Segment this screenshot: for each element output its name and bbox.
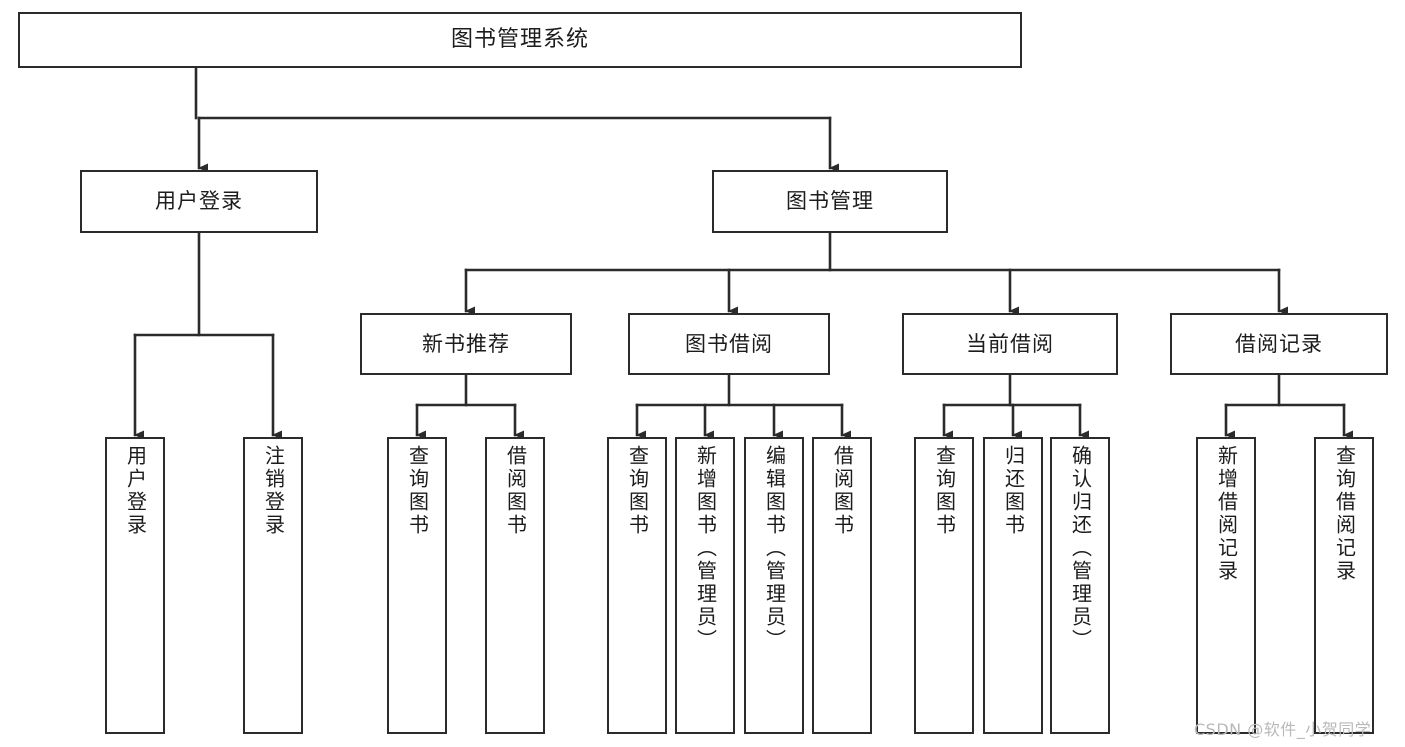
leaf-新增图书管理员-5[interactable]: 新增图书（管理员） <box>675 437 735 734</box>
leaf-查询借阅记录-12[interactable]: 查询借阅记录 <box>1314 437 1374 734</box>
leaf-新增借阅记录-11[interactable]: 新增借阅记录 <box>1196 437 1256 734</box>
node-label: 图书管理系统 <box>450 27 589 53</box>
node-label: 注销登录 <box>261 445 286 537</box>
node-label: 用户登录 <box>123 445 148 537</box>
leaf-借阅图书-3[interactable]: 借阅图书 <box>485 437 545 734</box>
leaf-查询图书-4[interactable]: 查询图书 <box>607 437 667 734</box>
node-label: 查询借阅记录 <box>1332 445 1357 583</box>
leaf-注销登录-1[interactable]: 注销登录 <box>243 437 303 734</box>
node-图书管理-l1-1[interactable]: 图书管理 <box>712 170 948 233</box>
node-label: 当前借阅 <box>966 331 1054 356</box>
node-label: 编辑图书（管理员） <box>762 445 787 652</box>
node-label: 借阅记录 <box>1235 331 1323 356</box>
node-label: 新增借阅记录 <box>1214 445 1239 583</box>
node-用户登录-l1-0[interactable]: 用户登录 <box>80 170 318 233</box>
leaf-确认归还管理员-10[interactable]: 确认归还（管理员） <box>1050 437 1110 734</box>
node-label: 用户登录 <box>155 189 243 214</box>
node-label: 借阅图书 <box>830 445 855 537</box>
node-图书借阅-l2-1[interactable]: 图书借阅 <box>628 313 830 375</box>
leaf-借阅图书-7[interactable]: 借阅图书 <box>812 437 872 734</box>
node-label: 图书管理 <box>786 189 874 214</box>
node-label: 新增图书（管理员） <box>693 445 718 652</box>
leaf-查询图书-8[interactable]: 查询图书 <box>914 437 974 734</box>
leaf-查询图书-2[interactable]: 查询图书 <box>387 437 447 734</box>
leaf-用户登录-0[interactable]: 用户登录 <box>105 437 165 734</box>
node-label: 查询图书 <box>405 445 430 537</box>
node-label: 新书推荐 <box>422 331 510 356</box>
node-root[interactable]: 图书管理系统 <box>18 12 1022 68</box>
node-新书推荐-l2-0[interactable]: 新书推荐 <box>360 313 572 375</box>
node-借阅记录-l2-3[interactable]: 借阅记录 <box>1170 313 1388 375</box>
leaf-编辑图书管理员-6[interactable]: 编辑图书（管理员） <box>744 437 804 734</box>
node-label: 查询图书 <box>932 445 957 537</box>
node-当前借阅-l2-2[interactable]: 当前借阅 <box>902 313 1118 375</box>
node-label: 借阅图书 <box>503 445 528 537</box>
node-label: 查询图书 <box>625 445 650 537</box>
node-label: 图书借阅 <box>685 331 773 356</box>
leaf-归还图书-9[interactable]: 归还图书 <box>983 437 1043 734</box>
node-label: 归还图书 <box>1001 445 1026 537</box>
node-label: 确认归还（管理员） <box>1068 445 1093 652</box>
